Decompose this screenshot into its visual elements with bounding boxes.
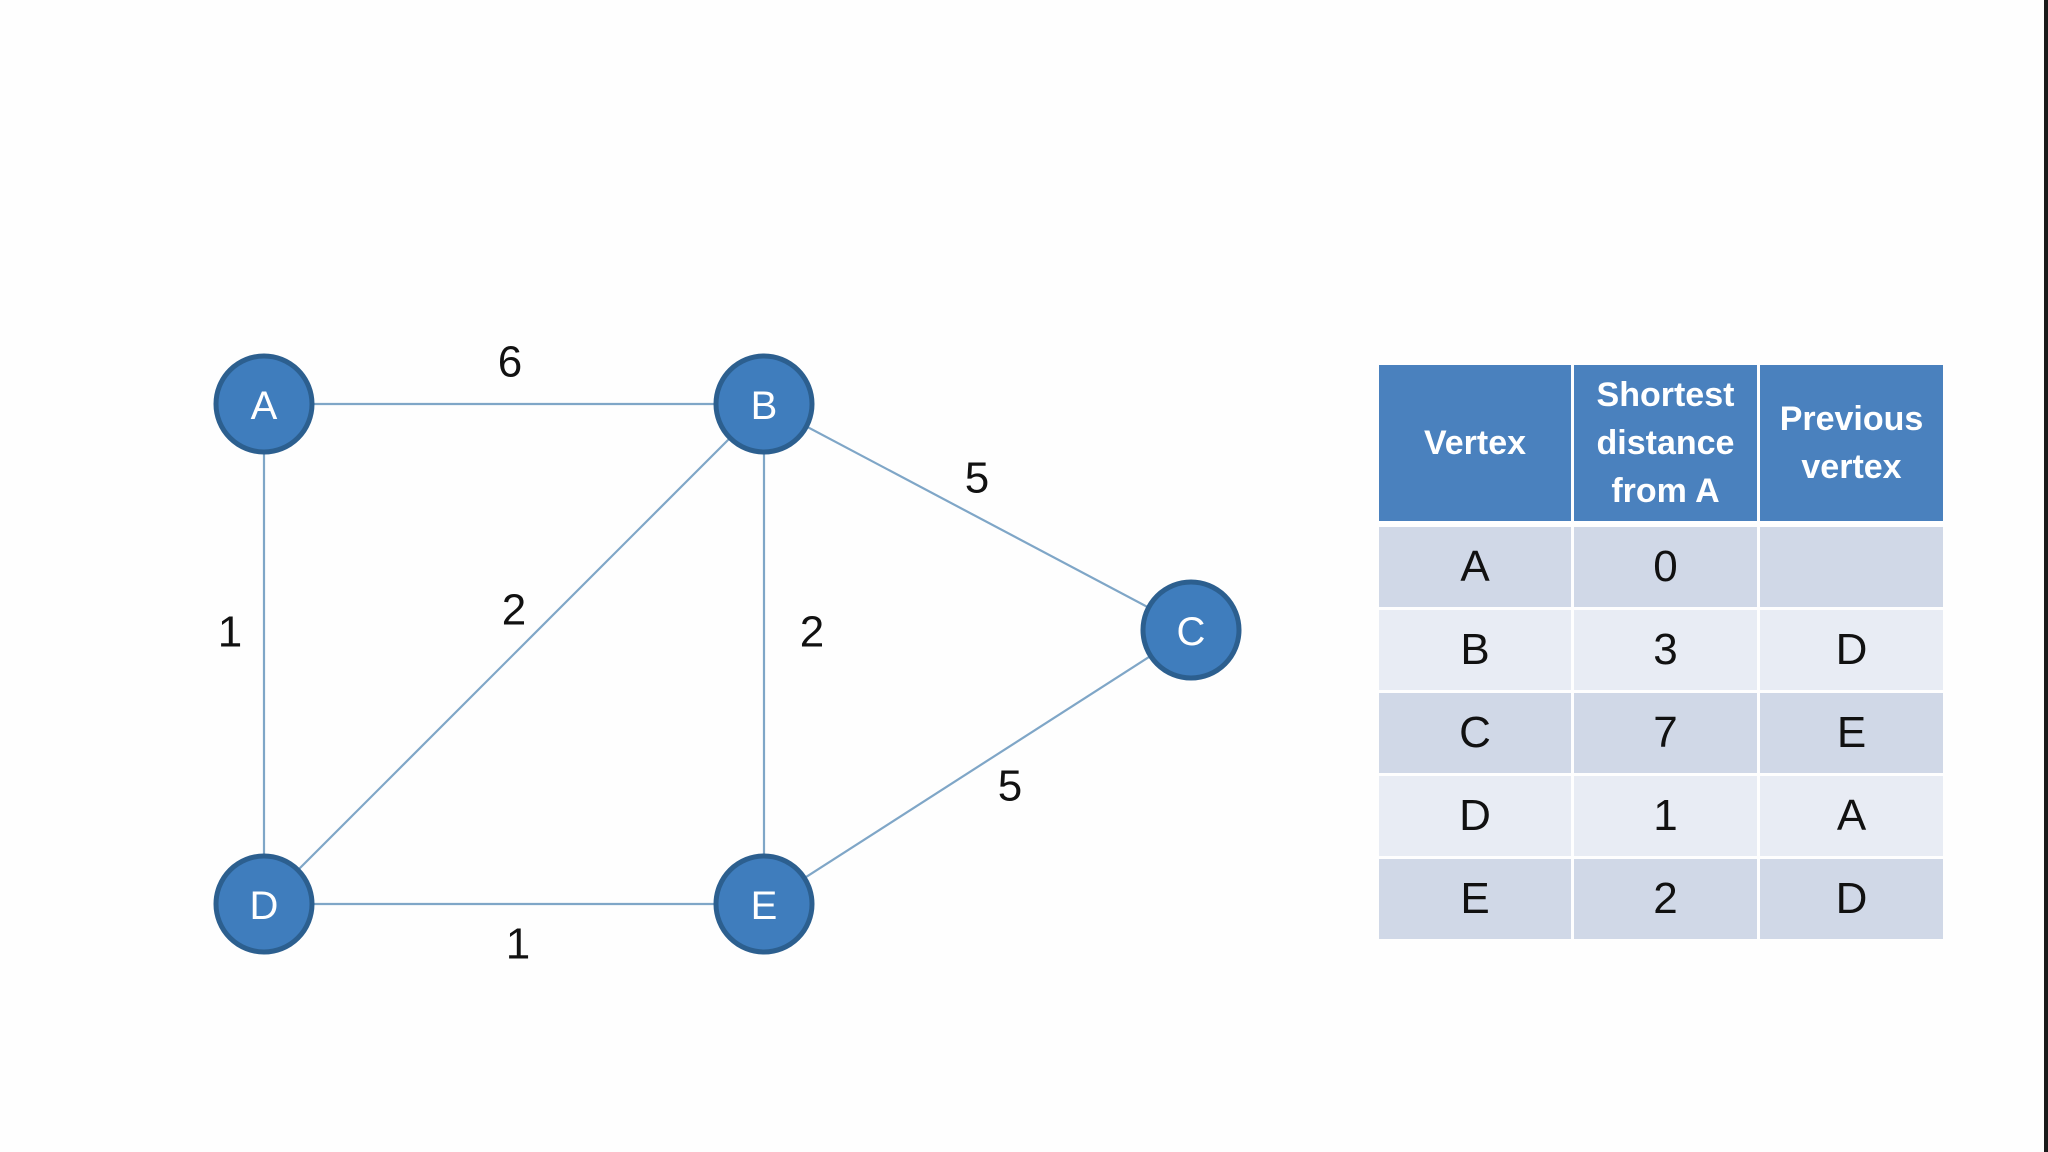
node-label: D — [250, 884, 279, 928]
node-e: E — [713, 853, 815, 955]
cell-distance: 3 — [1574, 610, 1757, 690]
node-a: A — [213, 353, 315, 455]
cell-vertex: E — [1379, 859, 1571, 939]
cell-previous: A — [1760, 776, 1943, 856]
header-distance-line-2: distance — [1596, 424, 1735, 462]
node-circle — [713, 353, 815, 455]
cell-distance: 7 — [1574, 693, 1757, 773]
node-circle — [713, 853, 815, 955]
edge-e-c — [763, 629, 1192, 905]
edge-weight-b-d: 2 — [502, 586, 526, 635]
header-previous-line-1: Previous — [1779, 400, 1924, 438]
node-label: E — [751, 884, 778, 928]
cell-vertex: B — [1379, 610, 1571, 690]
table-row: E 2 D — [1379, 859, 1943, 939]
cell-vertex: A — [1379, 527, 1571, 607]
edge-weight-d-e: 1 — [506, 920, 530, 969]
shortest-path-table: Vertex Shortest distance from A Previous… — [1376, 362, 1946, 942]
header-vertex: Vertex — [1379, 365, 1571, 524]
node-label: C — [1177, 610, 1206, 654]
edge-weight-b-e: 2 — [800, 608, 824, 657]
header-previous-vertex: Previous vertex — [1760, 365, 1943, 524]
edges-layer — [262, 402, 1192, 906]
edge-weight-b-c: 5 — [965, 454, 989, 503]
table-row: C 7 E — [1379, 693, 1943, 773]
cell-distance: 1 — [1574, 776, 1757, 856]
edge-b-c — [763, 403, 1192, 631]
cell-vertex: D — [1379, 776, 1571, 856]
table-header: Vertex Shortest distance from A Previous… — [1379, 365, 1943, 524]
edge-b-d — [263, 403, 765, 905]
header-shortest-distance: Shortest distance from A — [1574, 365, 1757, 524]
node-b: B — [713, 353, 815, 455]
node-circle — [213, 853, 315, 955]
cell-previous: D — [1760, 859, 1943, 939]
cell-distance: 0 — [1574, 527, 1757, 607]
header-vertex-line: Vertex — [1423, 424, 1527, 462]
table-header-row: Vertex Shortest distance from A Previous… — [1379, 365, 1943, 524]
header-distance-line-3: from A — [1611, 472, 1720, 510]
cell-distance: 2 — [1574, 859, 1757, 939]
node-c: C — [1140, 579, 1242, 681]
edge-weight-a-b: 6 — [498, 338, 522, 387]
edge-weight-e-c: 5 — [998, 762, 1022, 811]
node-label: A — [251, 384, 278, 428]
node-d: D — [213, 853, 315, 955]
table-row: A 0 — [1379, 527, 1943, 607]
node-label: B — [751, 384, 778, 428]
window-edge — [2044, 0, 2048, 1152]
edge-weights-layer: 6 1 2 2 5 5 1 — [218, 338, 1022, 969]
node-circle — [1140, 579, 1242, 681]
graph-diagram: 6 1 2 2 5 5 1 A B C D E — [213, 338, 1242, 969]
edge-weight-a-d: 1 — [218, 608, 242, 657]
table-row: B 3 D — [1379, 610, 1943, 690]
cell-vertex: C — [1379, 693, 1571, 773]
cell-previous: D — [1760, 610, 1943, 690]
nodes-layer: A B C D E — [213, 353, 1242, 955]
header-distance-line-1: Shortest — [1596, 376, 1735, 414]
header-previous-line-2: vertex — [1801, 448, 1902, 486]
node-circle — [213, 353, 315, 455]
table-row: D 1 A — [1379, 776, 1943, 856]
table-body: A 0 B 3 D C 7 E D 1 A E 2 D — [1379, 527, 1943, 939]
cell-previous: E — [1760, 693, 1943, 773]
cell-previous — [1760, 527, 1943, 607]
